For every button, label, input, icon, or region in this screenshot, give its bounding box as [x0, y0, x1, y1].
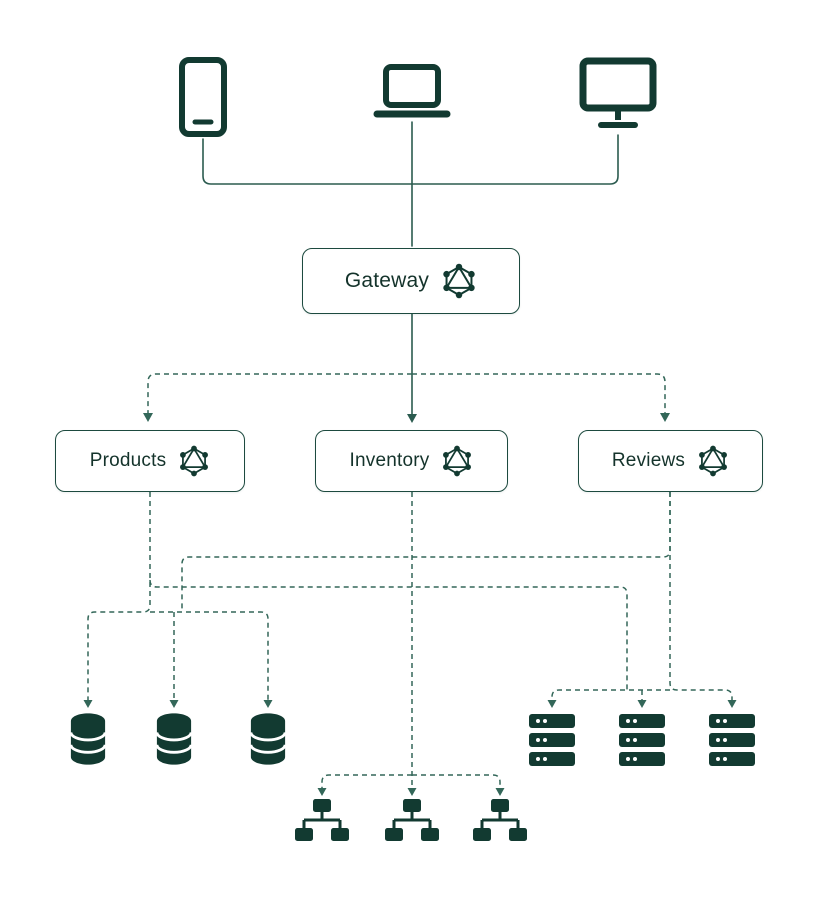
- graphql-icon: [697, 445, 729, 477]
- laptop-icon: [373, 64, 451, 118]
- graphql-icon: [178, 445, 210, 477]
- service-node-products: Products: [55, 430, 245, 492]
- tablet-icon: [179, 57, 227, 137]
- graphql-icon: [441, 445, 473, 477]
- server-icon: [709, 714, 755, 766]
- desktop-icon: [579, 57, 657, 128]
- database-icon: [155, 712, 193, 766]
- service-label: Reviews: [611, 450, 686, 471]
- service-label: Inventory: [349, 450, 430, 471]
- gateway-node: Gateway: [302, 248, 520, 314]
- server-icon: [529, 714, 575, 766]
- graphql-icon: [441, 263, 477, 299]
- service-label: Products: [89, 450, 167, 471]
- network-switch-icon: [384, 798, 440, 844]
- server-icon: [619, 714, 665, 766]
- service-node-inventory: Inventory: [315, 430, 508, 492]
- gateway-label: Gateway: [344, 269, 430, 292]
- database-icon: [69, 712, 107, 766]
- network-switch-icon: [472, 798, 528, 844]
- network-switch-icon: [294, 798, 350, 844]
- database-icon: [249, 712, 287, 766]
- service-node-reviews: Reviews: [578, 430, 763, 492]
